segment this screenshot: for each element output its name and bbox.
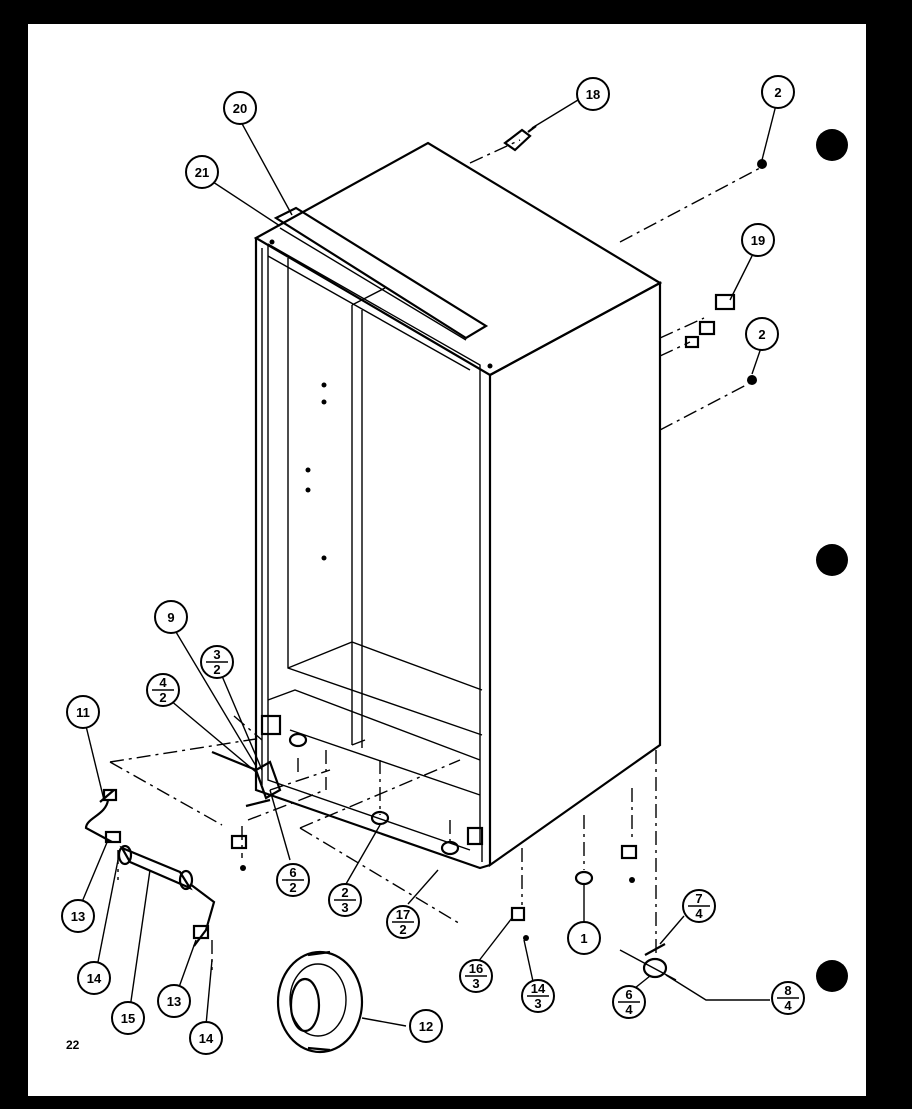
insulation-coil [276, 950, 364, 1054]
callout-number: 6 [625, 987, 632, 1002]
binder-hole-top [816, 129, 848, 161]
callout-number: 11 [76, 705, 90, 720]
callout-quantity: 2 [289, 880, 296, 895]
assembly-lines [109, 139, 761, 981]
callout-number: 2 [758, 327, 765, 342]
callout-14b: 14 [189, 1021, 223, 1055]
callout-number: 13 [71, 909, 85, 924]
diagram-sheet [28, 24, 866, 1096]
callout-number: 15 [121, 1011, 135, 1026]
callout-19: 19 [741, 223, 775, 257]
callout-quantity: 2 [399, 922, 406, 937]
binder-hole-middle [816, 544, 848, 576]
callout-quantity: 4 [625, 1002, 633, 1017]
callout-number: 9 [167, 610, 174, 625]
callout-number: 14 [87, 971, 102, 986]
callout-number: 3 [213, 647, 220, 662]
callout-quantity: 4 [784, 998, 792, 1013]
callout-21: 21 [185, 155, 219, 189]
callout-number: 2 [774, 85, 781, 100]
callout-11: 11 [66, 695, 100, 729]
callout-quantity: 2 [159, 690, 166, 705]
callout-number: 16 [469, 961, 483, 976]
callout-2b: 2 [745, 317, 779, 351]
cabinet-body [253, 141, 663, 870]
callout-number: 12 [419, 1019, 433, 1034]
binder-hole-bottom [816, 960, 848, 992]
callout-12: 12 [409, 1009, 443, 1043]
callout-1: 1 [567, 921, 601, 955]
callout-number: 21 [195, 165, 209, 180]
callout-6-2: 62 [276, 863, 310, 897]
callout-18: 18 [576, 77, 610, 111]
callout-13b: 13 [157, 984, 191, 1018]
callout-4-2: 42 [146, 673, 180, 707]
callout-number: 18 [586, 87, 600, 102]
page-number: 22 [66, 1038, 80, 1052]
callout-8-4: 84 [771, 981, 805, 1015]
callout-number: 1 [580, 931, 587, 946]
callout-number: 19 [751, 233, 765, 248]
callout-quantity: 4 [695, 906, 703, 921]
callout-number: 14 [199, 1031, 214, 1046]
callout-7-4: 74 [682, 889, 716, 923]
callout-17-2: 172 [386, 905, 420, 939]
callout-leaders [81, 99, 777, 1027]
callout-number: 6 [289, 865, 296, 880]
callout-14-3: 143 [521, 979, 555, 1013]
callout-14a: 14 [77, 961, 111, 995]
callout-20: 20 [223, 91, 257, 125]
callout-number: 20 [233, 101, 247, 116]
callout-number: 8 [784, 983, 791, 998]
callout-2a: 2 [761, 75, 795, 109]
callout-number: 14 [531, 981, 546, 996]
callout-quantity: 3 [472, 976, 479, 991]
callout-9: 9 [154, 600, 188, 634]
callout-quantity: 3 [341, 900, 348, 915]
callout-6-4: 64 [612, 985, 646, 1019]
callout-16-3: 163 [459, 959, 493, 993]
drain-tube-assembly [84, 788, 216, 970]
callout-15: 15 [111, 1001, 145, 1035]
callout-number: 13 [167, 994, 181, 1009]
callout-3-2: 32 [200, 645, 234, 679]
callout-number: 7 [695, 891, 702, 906]
callout-quantity: 3 [534, 996, 541, 1011]
callout-number: 2 [341, 885, 348, 900]
callout-quantity: 2 [213, 662, 220, 677]
callout-2-3: 23 [328, 883, 362, 917]
callout-number: 17 [396, 907, 410, 922]
callout-13a: 13 [61, 899, 95, 933]
callout-number: 4 [159, 675, 167, 690]
